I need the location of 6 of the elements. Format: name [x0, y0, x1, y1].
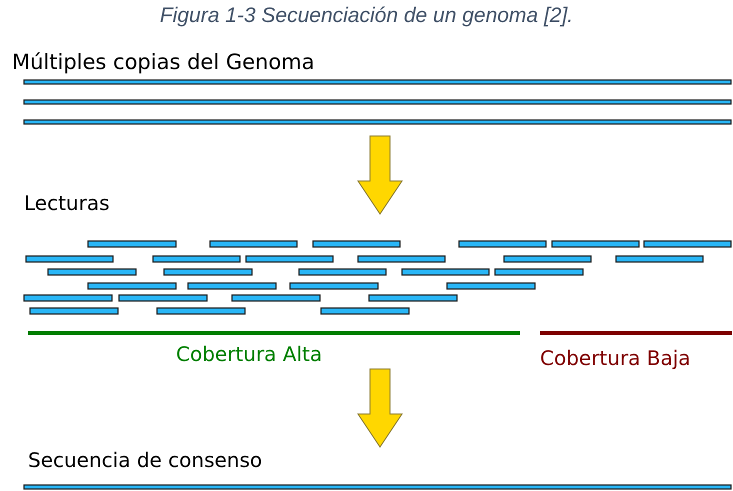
section-label: Lecturas	[24, 191, 110, 215]
coverage-label: Cobertura Baja	[540, 346, 691, 370]
coverage-label: Cobertura Alta	[176, 342, 322, 366]
caption: Figura 1-3 Secuenciación de un genoma [2].	[158, 4, 574, 28]
section-label: Secuencia de consenso	[28, 448, 262, 472]
section-label: Múltiples copias del Genoma	[12, 50, 315, 74]
